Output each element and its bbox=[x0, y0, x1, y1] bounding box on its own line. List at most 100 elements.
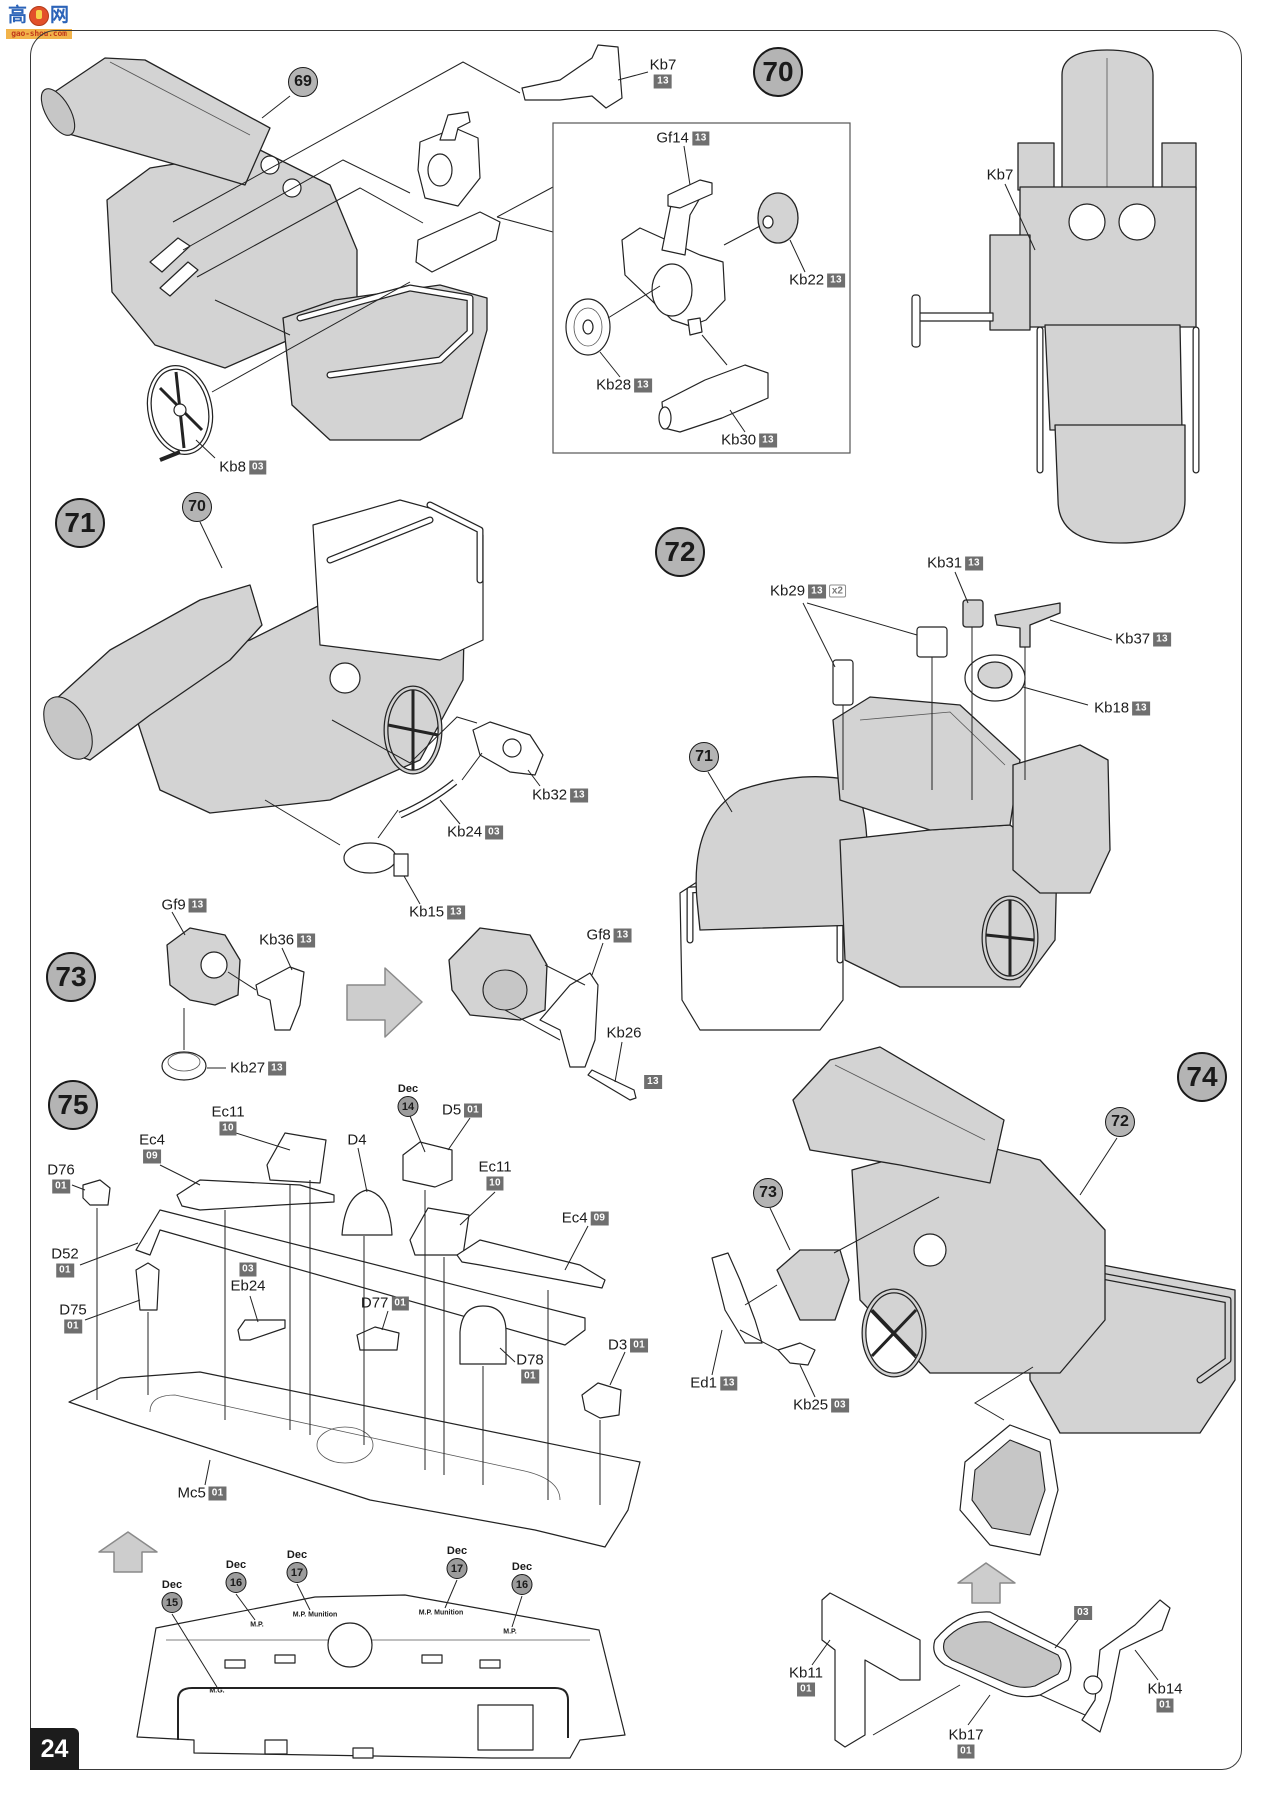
part-code: D4 bbox=[347, 1131, 367, 1149]
logo-site-text: gao-shou.com bbox=[6, 29, 72, 39]
assembly-line bbox=[331, 716, 478, 764]
part-code: D75 bbox=[59, 1301, 87, 1319]
page-frame bbox=[30, 30, 1242, 1770]
leader-line bbox=[249, 1295, 259, 1323]
kb36-part bbox=[255, 966, 305, 1031]
ec4-gun bbox=[456, 1239, 606, 1289]
part-code: Kb11 bbox=[789, 1664, 823, 1682]
step71-assembly bbox=[43, 499, 544, 905]
decal-leader bbox=[171, 1613, 218, 1688]
housing-detail bbox=[859, 711, 1006, 766]
arrow-up-icon bbox=[98, 1531, 158, 1573]
kb29-part bbox=[832, 659, 854, 706]
kb28-ring bbox=[573, 307, 603, 347]
bowl bbox=[1054, 424, 1186, 544]
leader-line bbox=[1004, 183, 1036, 251]
ec11-box bbox=[266, 1132, 327, 1184]
recoil-cylinder bbox=[49, 57, 271, 186]
handwheel-hub bbox=[173, 403, 187, 417]
sprue-badge: 13 bbox=[634, 378, 652, 392]
step70-detail-inset bbox=[552, 122, 851, 454]
assembly-arrow bbox=[872, 1684, 961, 1736]
leader-line bbox=[499, 1347, 516, 1363]
leader-line bbox=[409, 1115, 426, 1153]
step-number-74: 74 bbox=[1177, 1052, 1227, 1102]
panel-rack bbox=[421, 1654, 443, 1664]
kb37-t-handle bbox=[994, 602, 1061, 648]
leader-line bbox=[683, 145, 691, 186]
kb32-lens bbox=[502, 738, 522, 758]
decal-leader bbox=[511, 1595, 523, 1628]
cylinder-seam bbox=[834, 1064, 986, 1141]
leader-line bbox=[729, 409, 746, 433]
flange bbox=[913, 1233, 947, 1267]
leader-line bbox=[79, 1242, 139, 1266]
recoil-cap bbox=[1068, 203, 1106, 241]
leader-line bbox=[799, 1364, 816, 1398]
gf8-part bbox=[539, 972, 599, 1068]
leader-line bbox=[711, 1329, 723, 1376]
step-reference-73: 73 bbox=[753, 1178, 783, 1208]
part-code: Kb25 bbox=[793, 1396, 829, 1414]
part-code: Kb32 bbox=[532, 786, 568, 804]
panel-hatch bbox=[327, 1622, 373, 1668]
crank-handle bbox=[911, 294, 921, 348]
panel-box bbox=[477, 1704, 534, 1751]
step-number-75: 75 bbox=[48, 1080, 98, 1130]
decal-number: 17 bbox=[446, 1558, 468, 1579]
sprue-badge: 13 bbox=[691, 131, 710, 145]
step70-gun-assembly bbox=[40, 44, 649, 462]
leader-line bbox=[1079, 1137, 1118, 1196]
thumbs-up-icon bbox=[29, 6, 49, 26]
leader-line bbox=[71, 1184, 86, 1191]
handwheel-spoke bbox=[985, 933, 1035, 942]
assembly-arrow bbox=[701, 334, 728, 366]
sprue-badge: 09 bbox=[143, 1149, 161, 1164]
leader-line bbox=[281, 947, 293, 971]
logo-glyph-right: 网 bbox=[50, 4, 70, 26]
eb24-part bbox=[237, 1319, 286, 1341]
sprue-badge: 03 bbox=[239, 1262, 257, 1277]
part-code: D77 bbox=[360, 1294, 389, 1312]
decal-leader bbox=[296, 1583, 311, 1611]
panel-annotation: M.P. Munition bbox=[292, 1611, 338, 1619]
step-number-70: 70 bbox=[753, 47, 803, 97]
leader-line bbox=[614, 1041, 623, 1083]
kb24-hose-fill bbox=[399, 780, 457, 818]
assembly-arrow bbox=[461, 752, 483, 781]
kb28-hub bbox=[582, 319, 594, 335]
arrow-right-icon bbox=[346, 967, 423, 1038]
decal-number: 14 bbox=[397, 1096, 419, 1117]
kb31-part bbox=[962, 599, 984, 628]
panel-rack bbox=[479, 1659, 501, 1669]
decal-number: 16 bbox=[225, 1572, 247, 1593]
trough-rail-fill bbox=[297, 285, 473, 378]
sprue-badge: 13 bbox=[613, 928, 632, 942]
part-code: Kb28 bbox=[596, 376, 632, 394]
gf14-stub bbox=[687, 317, 703, 336]
leader-line bbox=[439, 799, 461, 825]
leader-line bbox=[403, 875, 421, 905]
leader-line bbox=[357, 1147, 368, 1193]
gf14-bore bbox=[651, 263, 693, 317]
kb27-rim bbox=[167, 1052, 201, 1072]
cradle-trough bbox=[282, 284, 488, 441]
assembly-line bbox=[196, 187, 424, 278]
detail-line bbox=[214, 299, 291, 336]
assembly-arrow bbox=[504, 1009, 561, 1041]
rail-fill bbox=[1037, 327, 1199, 473]
sprue-badge: 03 bbox=[485, 825, 503, 839]
